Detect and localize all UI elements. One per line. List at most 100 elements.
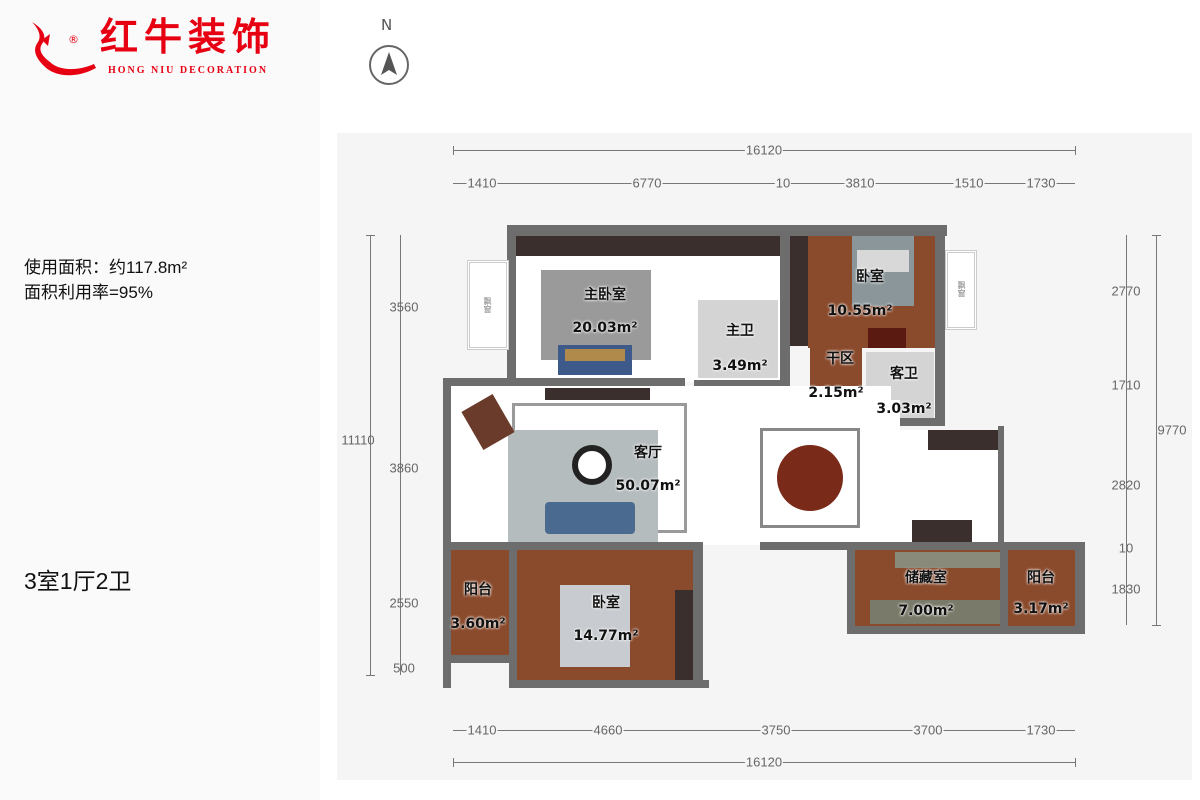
room-name-living-room: 客厅 (634, 445, 662, 461)
dim-right: 1830 (1111, 581, 1141, 597)
bay-window-right: 飘窗 (945, 250, 977, 330)
layout-summary: 3室1厅2卫 (24, 568, 132, 594)
kitchen-cabinet (928, 430, 1000, 450)
cabinet (790, 236, 810, 346)
dim-left: 3860 (389, 460, 419, 476)
room-area-balcony-right: 3.17m² (1013, 601, 1069, 617)
wall (507, 225, 516, 385)
dim-tick (366, 235, 375, 236)
dim-line (400, 235, 401, 675)
wall (509, 680, 709, 688)
wall (694, 380, 782, 387)
bay-window-label: 飘窗 (957, 281, 966, 297)
stove (912, 520, 972, 542)
room-area-bedroom-3: 14.77m² (573, 628, 639, 644)
dim-bottom-total: 16120 (744, 754, 784, 770)
dim-top: 1510 (953, 175, 985, 191)
wall (443, 542, 703, 550)
dim-tick (1152, 235, 1161, 236)
dim-right-total: 9770 (1157, 422, 1187, 438)
room-name-dry-zone: 干区 (826, 351, 854, 367)
room-name-bedroom-3: 卧室 (592, 595, 620, 611)
wall (515, 378, 685, 386)
wardrobe (868, 328, 906, 348)
dim-right: 10 (1118, 540, 1134, 556)
wall (860, 418, 945, 426)
bay-window-left: 飘窗 (467, 260, 509, 350)
room-area-master-bedroom: 20.03m² (572, 320, 638, 336)
dim-left-total: 11110 (341, 432, 375, 448)
pillows (857, 250, 909, 272)
wall (693, 542, 703, 688)
sofa (545, 502, 635, 534)
room-area-balcony-left: 3.60m² (450, 616, 506, 632)
room-area-dry-zone: 2.15m² (808, 385, 864, 401)
dim-left: 500 (393, 660, 415, 676)
tv-cabinet (545, 388, 650, 400)
balcony-right-floor (1008, 550, 1075, 626)
dim-tick (1075, 758, 1076, 767)
dim-top: 6770 (631, 175, 663, 191)
bull-logo-icon (32, 22, 96, 76)
dim-bottom: 4660 (592, 722, 624, 738)
room-name-master-bedroom: 主卧室 (584, 287, 626, 303)
dim-right: 2820 (1111, 477, 1141, 493)
bed (560, 585, 630, 667)
wall (780, 225, 790, 405)
balcony-left-floor (451, 550, 509, 655)
dining-table (777, 445, 843, 511)
dim-top: 3810 (844, 175, 876, 191)
dim-top: 1730 (1025, 175, 1057, 191)
wall (443, 378, 515, 386)
dim-tick (366, 675, 375, 676)
room-area-bedroom-2: 10.55m² (827, 303, 893, 319)
wall (443, 378, 451, 688)
room-name-bedroom-2: 卧室 (856, 269, 884, 285)
room-name-balcony-left: 阳台 (464, 582, 492, 598)
dim-left: 3560 (389, 299, 419, 315)
dim-right: 1710 (1111, 377, 1141, 393)
room-name-storage: 储藏室 (905, 570, 947, 586)
dim-bottom: 3700 (912, 722, 944, 738)
wall (443, 655, 515, 663)
dim-bottom: 3750 (760, 722, 792, 738)
registered-mark: ® (68, 33, 79, 46)
dim-bottom: 1730 (1025, 722, 1057, 738)
compass-icon (369, 45, 409, 85)
room-name-balcony-right: 阳台 (1027, 570, 1055, 586)
left-info-panel (0, 0, 320, 800)
room-area-storage: 7.00m² (898, 603, 954, 619)
room-name-guest-bath: 客卫 (890, 366, 918, 382)
brand-name-en: HONG NIU DECORATION (108, 65, 269, 76)
dim-tick (1075, 146, 1076, 155)
wall (998, 426, 1004, 546)
dim-line (1156, 235, 1157, 625)
dim-line (453, 183, 1075, 184)
wall (1075, 542, 1085, 634)
storage-shelf (870, 600, 1000, 624)
dim-right: 2770 (1111, 283, 1141, 299)
dim-tick (1152, 625, 1161, 626)
room-area-living-room: 50.07m² (615, 478, 681, 494)
usable-area-text: 使用面积：约117.8m² (24, 258, 188, 277)
logo: ® (28, 16, 98, 86)
dim-tick (453, 758, 454, 767)
coffee-table (572, 445, 612, 485)
wall (847, 542, 855, 634)
bay-window-label: 飘窗 (483, 297, 492, 313)
wall (507, 225, 947, 236)
dim-tick (453, 146, 454, 155)
wall (847, 626, 1085, 634)
wardrobe (515, 236, 780, 256)
dim-left: 2550 (389, 595, 419, 611)
wall (509, 542, 517, 688)
dim-line (370, 235, 371, 675)
pillows (565, 349, 625, 361)
master-bath-floor (698, 300, 778, 378)
wall (1000, 542, 1008, 634)
wall (760, 542, 1085, 550)
room-area-guest-bath: 3.03m² (876, 401, 932, 417)
compass-north-label: N (381, 16, 393, 34)
dim-top: 10 (774, 175, 792, 191)
dim-line (1126, 235, 1127, 625)
